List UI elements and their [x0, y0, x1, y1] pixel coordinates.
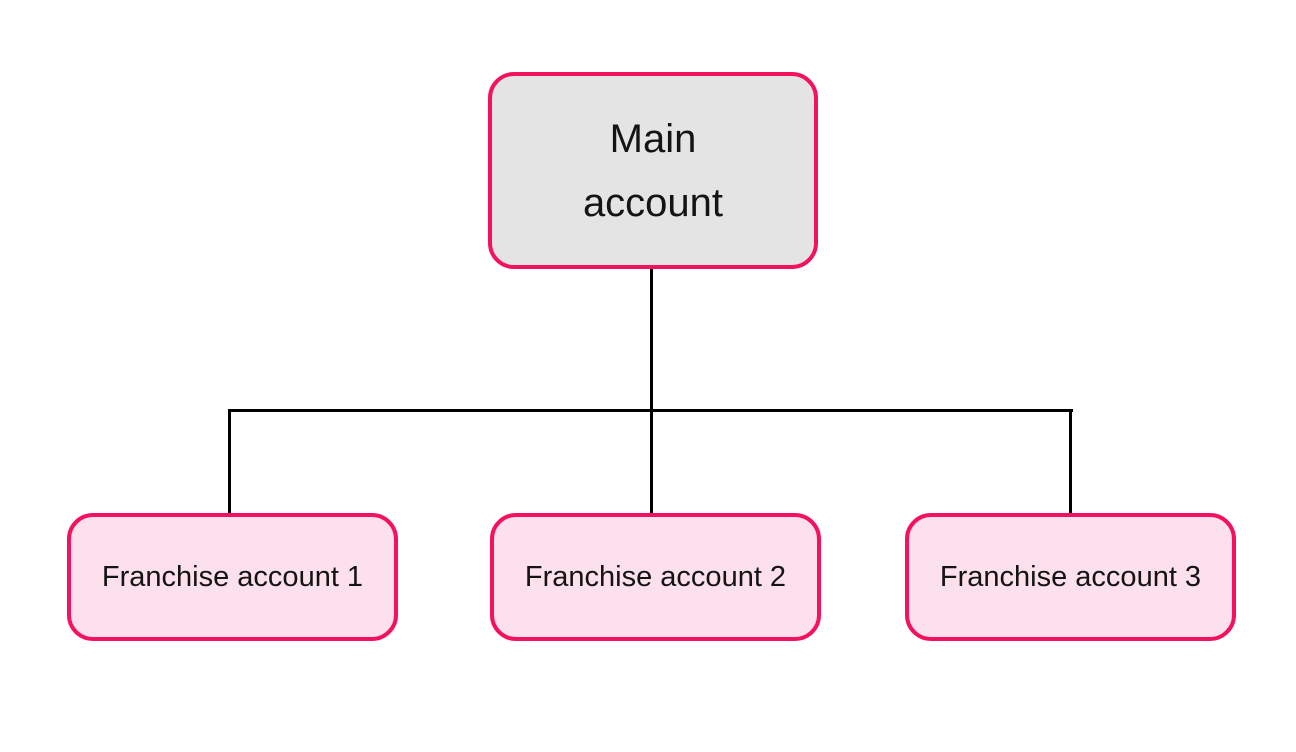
- franchise-account-3-node: Franchise account 3: [905, 513, 1236, 641]
- franchise-account-3-label: Franchise account 3: [939, 561, 1202, 593]
- main-account-node: Main account: [488, 72, 818, 269]
- connector-drop-child-1: [228, 409, 231, 515]
- main-account-label: Main account: [582, 116, 724, 225]
- connector-horizontal-bar: [228, 409, 1073, 412]
- franchise-account-2-label: Franchise account 2: [524, 561, 787, 593]
- franchise-account-1-node: Franchise account 1: [67, 513, 398, 641]
- connector-root-to-children: [650, 268, 653, 513]
- franchise-account-1-label: Franchise account 1: [101, 561, 364, 593]
- connector-drop-child-3: [1069, 409, 1072, 515]
- franchise-account-2-node: Franchise account 2: [490, 513, 821, 641]
